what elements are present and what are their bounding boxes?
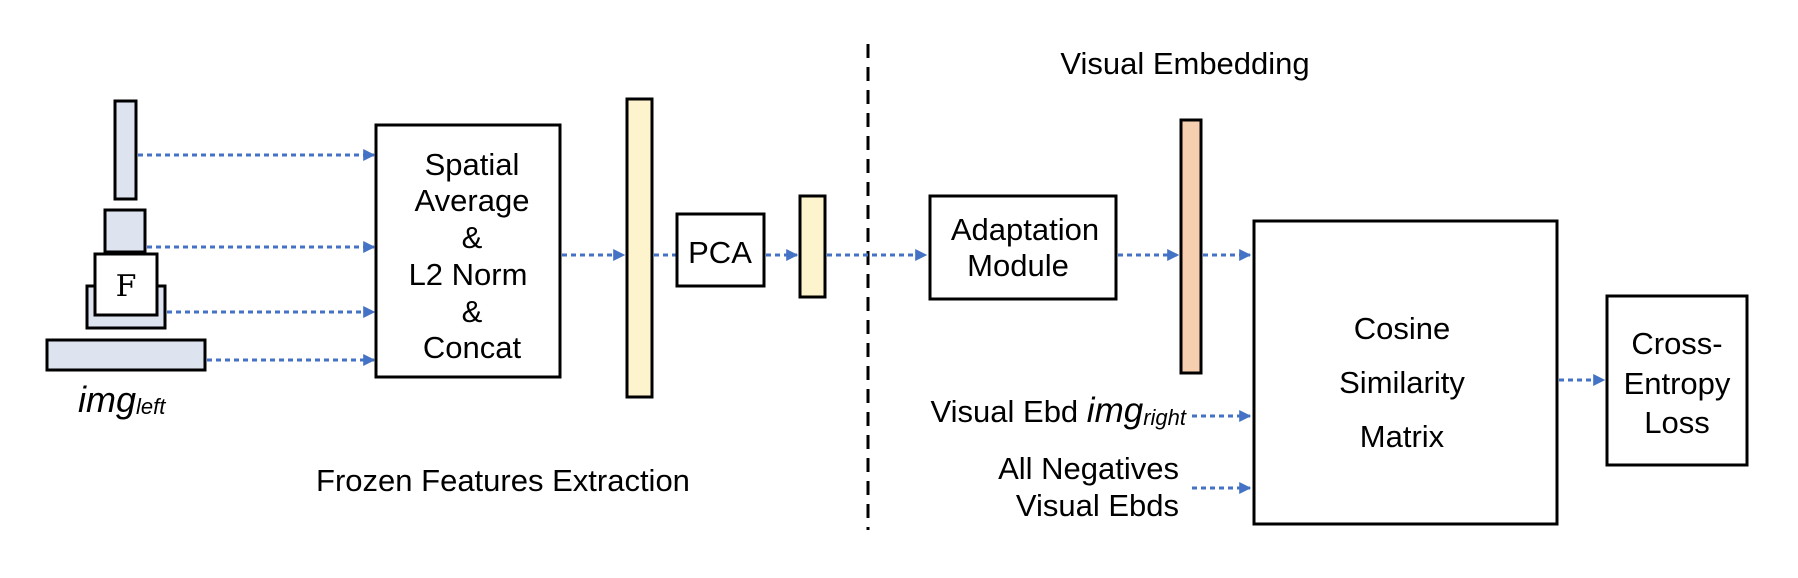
svg-text:Average: Average	[415, 183, 530, 218]
cosine-similarity-label: Cosine Similarity Matrix	[1339, 311, 1465, 454]
frozen-features-title: Frozen Features Extraction	[316, 463, 690, 498]
backbone-box	[93, 252, 159, 317]
cross-entropy-loss-label: Cross- Entropy Loss	[1624, 326, 1731, 440]
feature-map-level-3	[103, 208, 147, 254]
svg-text:Spatial: Spatial	[425, 147, 520, 182]
pca-label: PCA	[688, 235, 752, 270]
backbone-label: F	[116, 269, 137, 304]
svg-text:Concat: Concat	[423, 330, 522, 365]
svg-text:Entropy: Entropy	[1624, 366, 1731, 401]
svg-text:Adaptation: Adaptation	[951, 212, 1099, 247]
spatial-average-box	[374, 123, 562, 379]
svg-text:L2 Norm: L2 Norm	[409, 257, 528, 292]
negatives-label: All Negatives Visual Ebds	[998, 451, 1179, 523]
pca-output-vector	[798, 194, 827, 299]
svg-text:Visual Ebds: Visual Ebds	[1016, 488, 1179, 523]
pca-box	[675, 212, 766, 288]
svg-text:Cosine: Cosine	[1354, 311, 1451, 346]
svg-text:Matrix: Matrix	[1360, 419, 1445, 454]
svg-text:Cross-: Cross-	[1631, 326, 1722, 361]
svg-text:Module: Module	[967, 248, 1069, 283]
feature-map-level-1	[45, 338, 207, 372]
visual-embedding-vector	[1179, 118, 1203, 375]
cross-entropy-loss-box	[1605, 294, 1749, 467]
svg-text:&: &	[462, 220, 483, 255]
feature-map-level-4	[113, 99, 138, 201]
concat-feature-vector	[625, 97, 654, 399]
spatial-average-label: Spatial Average & L2 Norm & Concat	[409, 147, 530, 365]
visual-ebd-right-label: Visual Ebd imgright	[931, 391, 1187, 430]
svg-text:Loss: Loss	[1644, 405, 1709, 440]
cosine-similarity-box	[1252, 219, 1559, 526]
img-left-label: imgleft	[78, 379, 166, 420]
visual-embedding-title: Visual Embedding	[1060, 46, 1309, 81]
adaptation-module-box	[928, 194, 1118, 301]
svg-text:All Negatives: All Negatives	[998, 451, 1179, 486]
svg-text:Similarity: Similarity	[1339, 365, 1465, 400]
svg-text:&: &	[462, 294, 483, 329]
adaptation-module-label: Adaptation Module	[951, 212, 1099, 283]
